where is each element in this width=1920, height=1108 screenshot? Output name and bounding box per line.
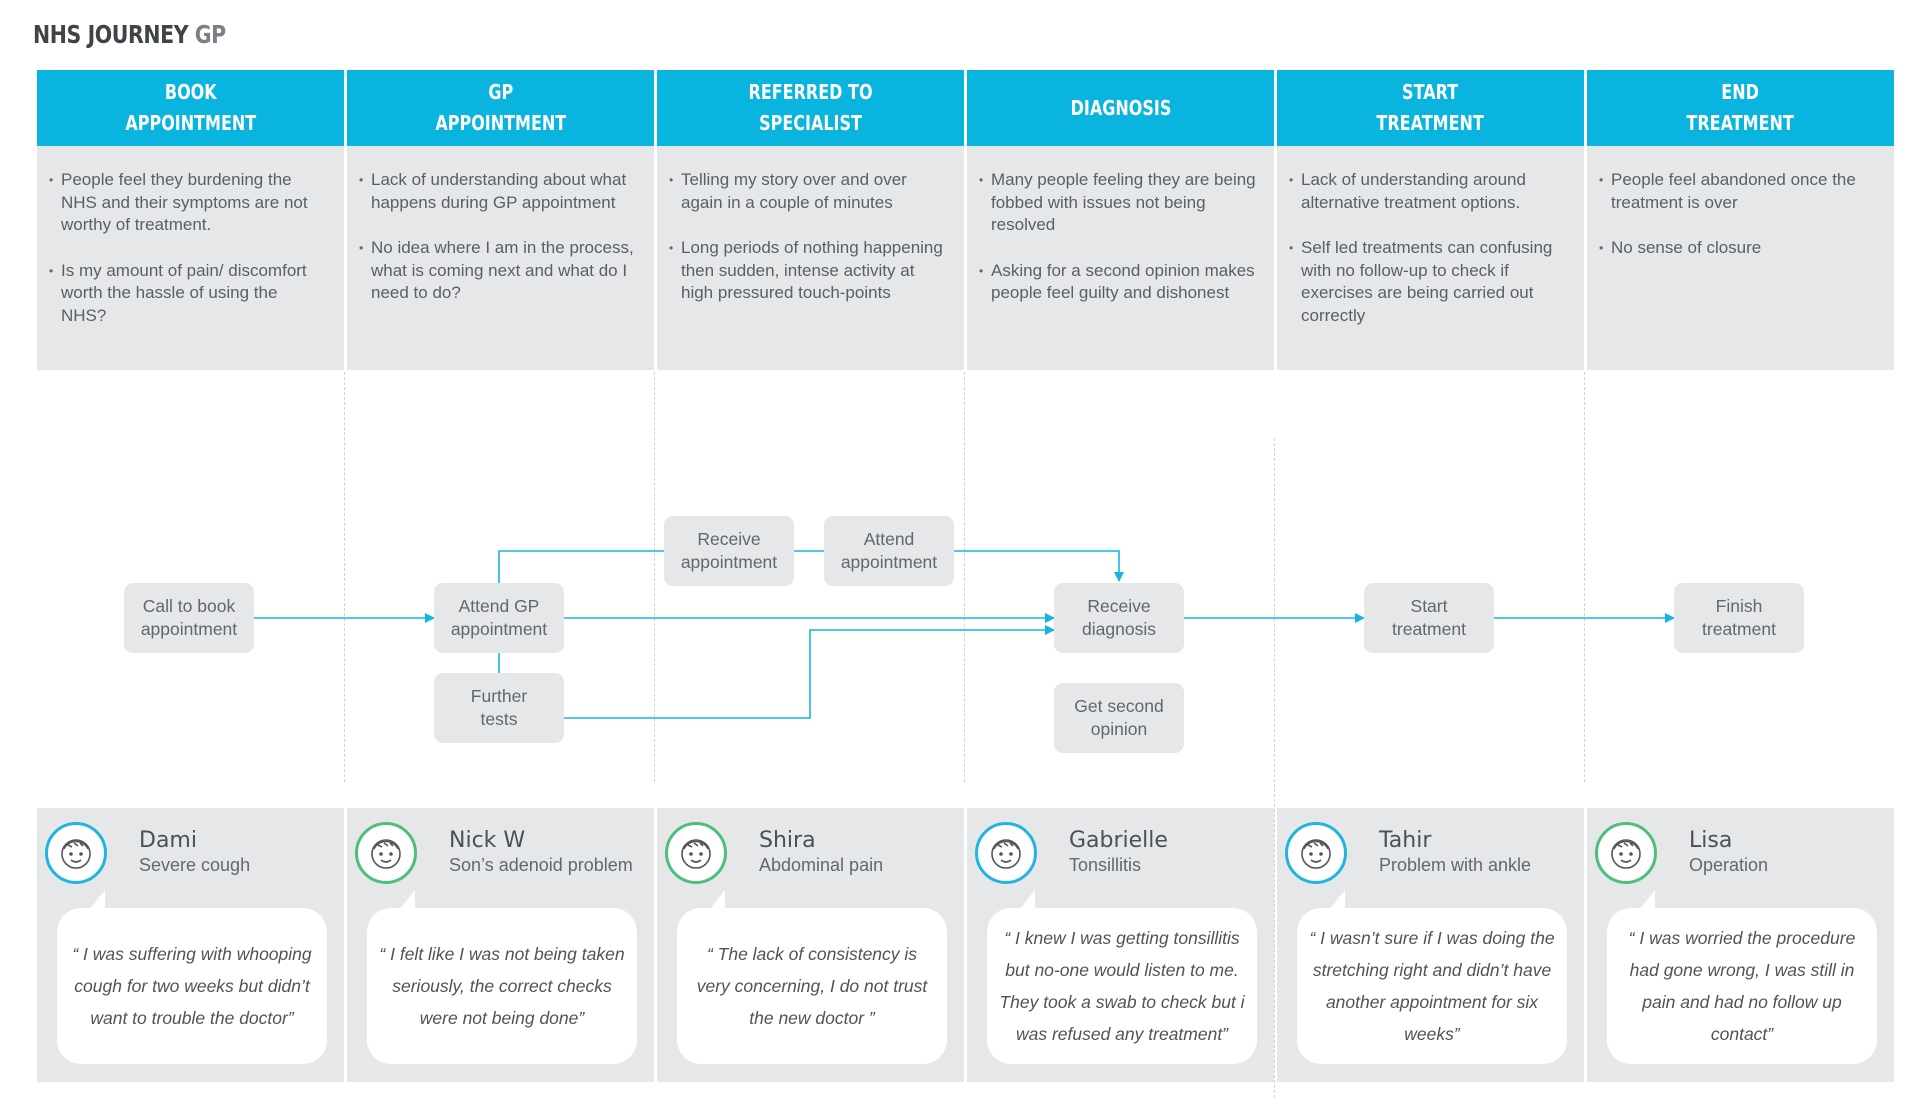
persona-condition: Son’s adenoid problem (449, 855, 633, 875)
persona-quote: “ The lack of consistency is very concer… (696, 944, 928, 1028)
flow-node-call-to-book: Call to book appointment (124, 583, 254, 653)
quote-bubble: “ I was suffering with whooping cough fo… (57, 890, 327, 1064)
flow-node-start-treatment: Start treatment (1364, 583, 1494, 653)
pain-point: Is my amount of pain/ discomfort worth t… (49, 260, 326, 328)
avatar (1285, 822, 1347, 884)
quote-bubble: “ I knew I was getting tonsillitis but n… (987, 890, 1257, 1064)
persona-condition: Abdominal pain (759, 855, 884, 875)
stage-divider (1274, 438, 1275, 1098)
stage-header-book-appointment: BOOK APPOINTMENT (37, 70, 344, 146)
flow-node-attend-gp: Attend GP appointment (434, 583, 564, 653)
persona-quote: “ I wasn’t sure if I was doing the stret… (1309, 928, 1555, 1044)
pain-point: Lack of understanding about what happens… (359, 169, 636, 214)
stage-header-start-treatment: START TREATMENT (1277, 70, 1584, 146)
pain-point: No sense of closure (1599, 237, 1876, 260)
persona-condition: Operation (1689, 855, 1769, 875)
stage-title: START TREATMENT (1376, 80, 1485, 135)
avatar (975, 822, 1037, 884)
avatar (665, 822, 727, 884)
stage-title: DIAGNOSIS (1070, 95, 1171, 120)
connector-further-tests-to-diagnosis (564, 625, 1055, 719)
pain-point: People feel they burdening the NHS and t… (49, 169, 326, 237)
avatar (45, 822, 107, 884)
title-sub: GP (194, 20, 226, 49)
stage-panel-book-appointment: People feel they burdening the NHS and t… (37, 146, 344, 370)
flow-node-receive-appointment: Receive appointment (664, 516, 794, 586)
persona-card-lisa: Lisa Operation “ I was worried the proce… (1587, 808, 1894, 1082)
stage-title: GP APPOINTMENT (435, 80, 566, 135)
persona-quote: “ I was suffering with whooping cough fo… (72, 944, 312, 1028)
avatar (355, 822, 417, 884)
quote-bubble: “ I wasn’t sure if I was doing the stret… (1297, 890, 1567, 1064)
flow-node-finish-treatment: Finish treatment (1674, 583, 1804, 653)
persona-name: Lisa (1689, 828, 1733, 853)
stage-divider (1584, 372, 1585, 782)
person-face-icon (681, 839, 711, 869)
person-face-icon (1301, 839, 1331, 869)
stage-header-gp-appointment: GP APPOINTMENT (347, 70, 654, 146)
pain-point: Self led treatments can confusing with n… (1289, 237, 1566, 327)
stage-header-diagnosis: DIAGNOSIS (967, 70, 1274, 146)
stage-panel-end-treatment: People feel abandoned once the treatment… (1587, 146, 1894, 370)
persona-quote: “ I felt like I was not being taken seri… (379, 944, 625, 1028)
persona-name: Tahir (1379, 828, 1432, 853)
person-face-icon (61, 839, 91, 869)
flow-node-further-tests: Further tests (434, 673, 564, 743)
stage-title: END TREATMENT (1686, 80, 1795, 135)
quote-bubble: “ I felt like I was not being taken seri… (367, 890, 637, 1064)
persona-name: Shira (759, 828, 816, 853)
persona-condition: Severe cough (139, 855, 251, 875)
pain-point: Many people feeling they are being fobbe… (979, 169, 1256, 237)
quote-bubble: “ I was worried the procedure had gone w… (1607, 890, 1877, 1064)
stage-title: REFERRED TO SPECIALIST (748, 80, 873, 135)
pain-point: People feel abandoned once the treatment… (1599, 169, 1876, 214)
flow-node-receive-diagnosis: Receive diagnosis (1054, 583, 1184, 653)
persona-condition: Problem with ankle (1379, 855, 1532, 875)
persona-condition: Tonsillitis (1069, 855, 1142, 875)
persona-name: Gabrielle (1069, 828, 1168, 853)
persona-quote: “ I was worried the procedure had gone w… (1628, 928, 1856, 1044)
avatar (1595, 822, 1657, 884)
person-face-icon (991, 839, 1021, 869)
persona-card-nick-w: Nick W Son’s adenoid problem “ I felt li… (347, 808, 654, 1082)
connector-attend-appointment-to-diagnosis (954, 550, 1124, 582)
stage-divider (344, 372, 345, 782)
stage-divider (964, 372, 965, 782)
stage-panel-diagnosis: Many people feeling they are being fobbe… (967, 146, 1274, 370)
title-main: NHS JOURNEY (33, 20, 189, 49)
persona-card-gabrielle: Gabrielle Tonsillitis “ I knew I was get… (967, 808, 1274, 1082)
stage-divider (654, 372, 655, 782)
persona-name: Dami (139, 828, 197, 853)
stage-panel-gp-appointment: Lack of understanding about what happens… (347, 146, 654, 370)
quote-bubble: “ The lack of consistency is very concer… (677, 890, 947, 1064)
persona-card-shira: Shira Abdominal pain “ The lack of consi… (657, 808, 964, 1082)
persona-card-dami: Dami Severe cough “ I was suffering with… (37, 808, 344, 1082)
persona-name: Nick W (449, 828, 526, 853)
pain-point: Telling my story over and over again in … (669, 169, 946, 214)
stage-header-end-treatment: END TREATMENT (1587, 70, 1894, 146)
stage-panel-referred-to-specialist: Telling my story over and over again in … (657, 146, 964, 370)
persona-card-tahir: Tahir Problem with ankle “ I wasn’t sure… (1277, 808, 1584, 1082)
pain-point: No idea where I am in the process, what … (359, 237, 636, 305)
pain-point: Asking for a second opinion makes people… (979, 260, 1256, 305)
persona-quote: “ I knew I was getting tonsillitis but n… (999, 928, 1245, 1044)
person-face-icon (371, 839, 401, 869)
flow-node-second-opinion: Get second opinion (1054, 683, 1184, 753)
flow-node-attend-appointment: Attend appointment (824, 516, 954, 586)
stage-title: BOOK APPOINTMENT (125, 80, 256, 135)
pain-point: Long periods of nothing happening then s… (669, 237, 946, 305)
person-face-icon (1611, 839, 1641, 869)
pain-point: Lack of understanding around alternative… (1289, 169, 1566, 214)
connector-gp-to-referral (498, 550, 664, 583)
stage-panel-start-treatment: Lack of understanding around alternative… (1277, 146, 1584, 370)
stage-header-referred-to-specialist: REFERRED TO SPECIALIST (657, 70, 964, 146)
